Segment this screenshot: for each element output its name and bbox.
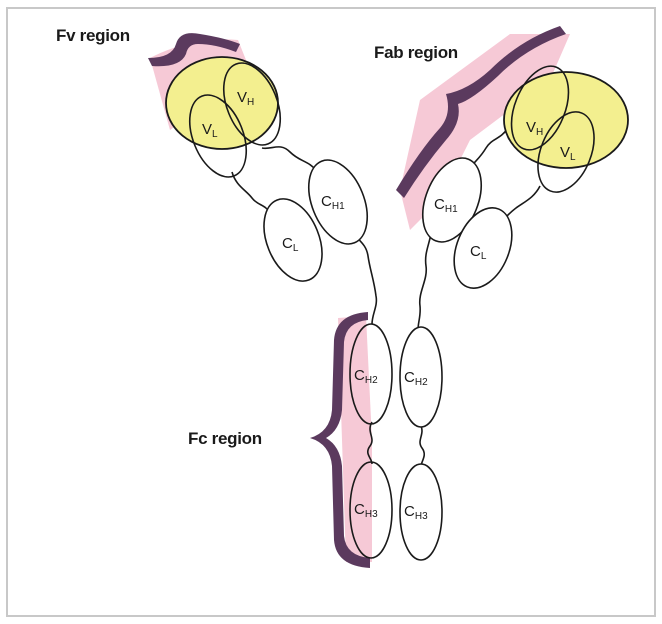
label-vh-right-main: V [526,119,536,136]
label-cl-right-main: C [470,243,481,260]
label-vl-right-sub: L [570,152,576,163]
hinge-right [418,228,432,330]
linker-ch2-ch3-right [420,424,424,468]
label-ch3-left-main: C [354,501,365,518]
label-ch1-right-sub: H1 [445,204,458,215]
fc-region-bracket [310,312,372,568]
linker-vh-ch1-left [262,147,318,172]
linkers [232,128,540,468]
label-cl-right-sub: L [481,251,487,262]
linker-vl-cl-left [232,172,270,214]
label-vh-left-sub: H [247,97,254,108]
label-ch2-right-main: C [404,369,415,386]
fc-region-label: Fc region [188,429,262,448]
label-vl-right-main: V [560,144,570,161]
fab-region-label: Fab region [374,43,458,62]
label-ch2-right-sub: H2 [415,377,428,388]
label-vh-right-sub: H [536,127,543,138]
fv-region-label: Fv region [56,26,130,45]
label-ch2-left-sub: H2 [365,375,378,386]
label-ch1-left-sub: H1 [332,201,345,212]
label-vh-left-main: V [237,89,247,106]
label-ch3-right-sub: H3 [415,511,428,522]
label-vl-left-main: V [202,121,212,138]
label-ch1-left-main: C [321,193,332,210]
label-vl-left-sub: L [212,129,218,140]
left-arm [166,55,379,290]
label-ch1-right-main: C [434,196,445,213]
label-ch2-left-main: C [354,367,365,384]
label-cl-left-sub: L [293,243,299,254]
label-ch3-right-main: C [404,503,415,520]
fv-yellow-region-left [166,57,278,149]
label-cl-left-main: C [282,235,293,252]
label-ch3-left-sub: H3 [365,509,378,520]
